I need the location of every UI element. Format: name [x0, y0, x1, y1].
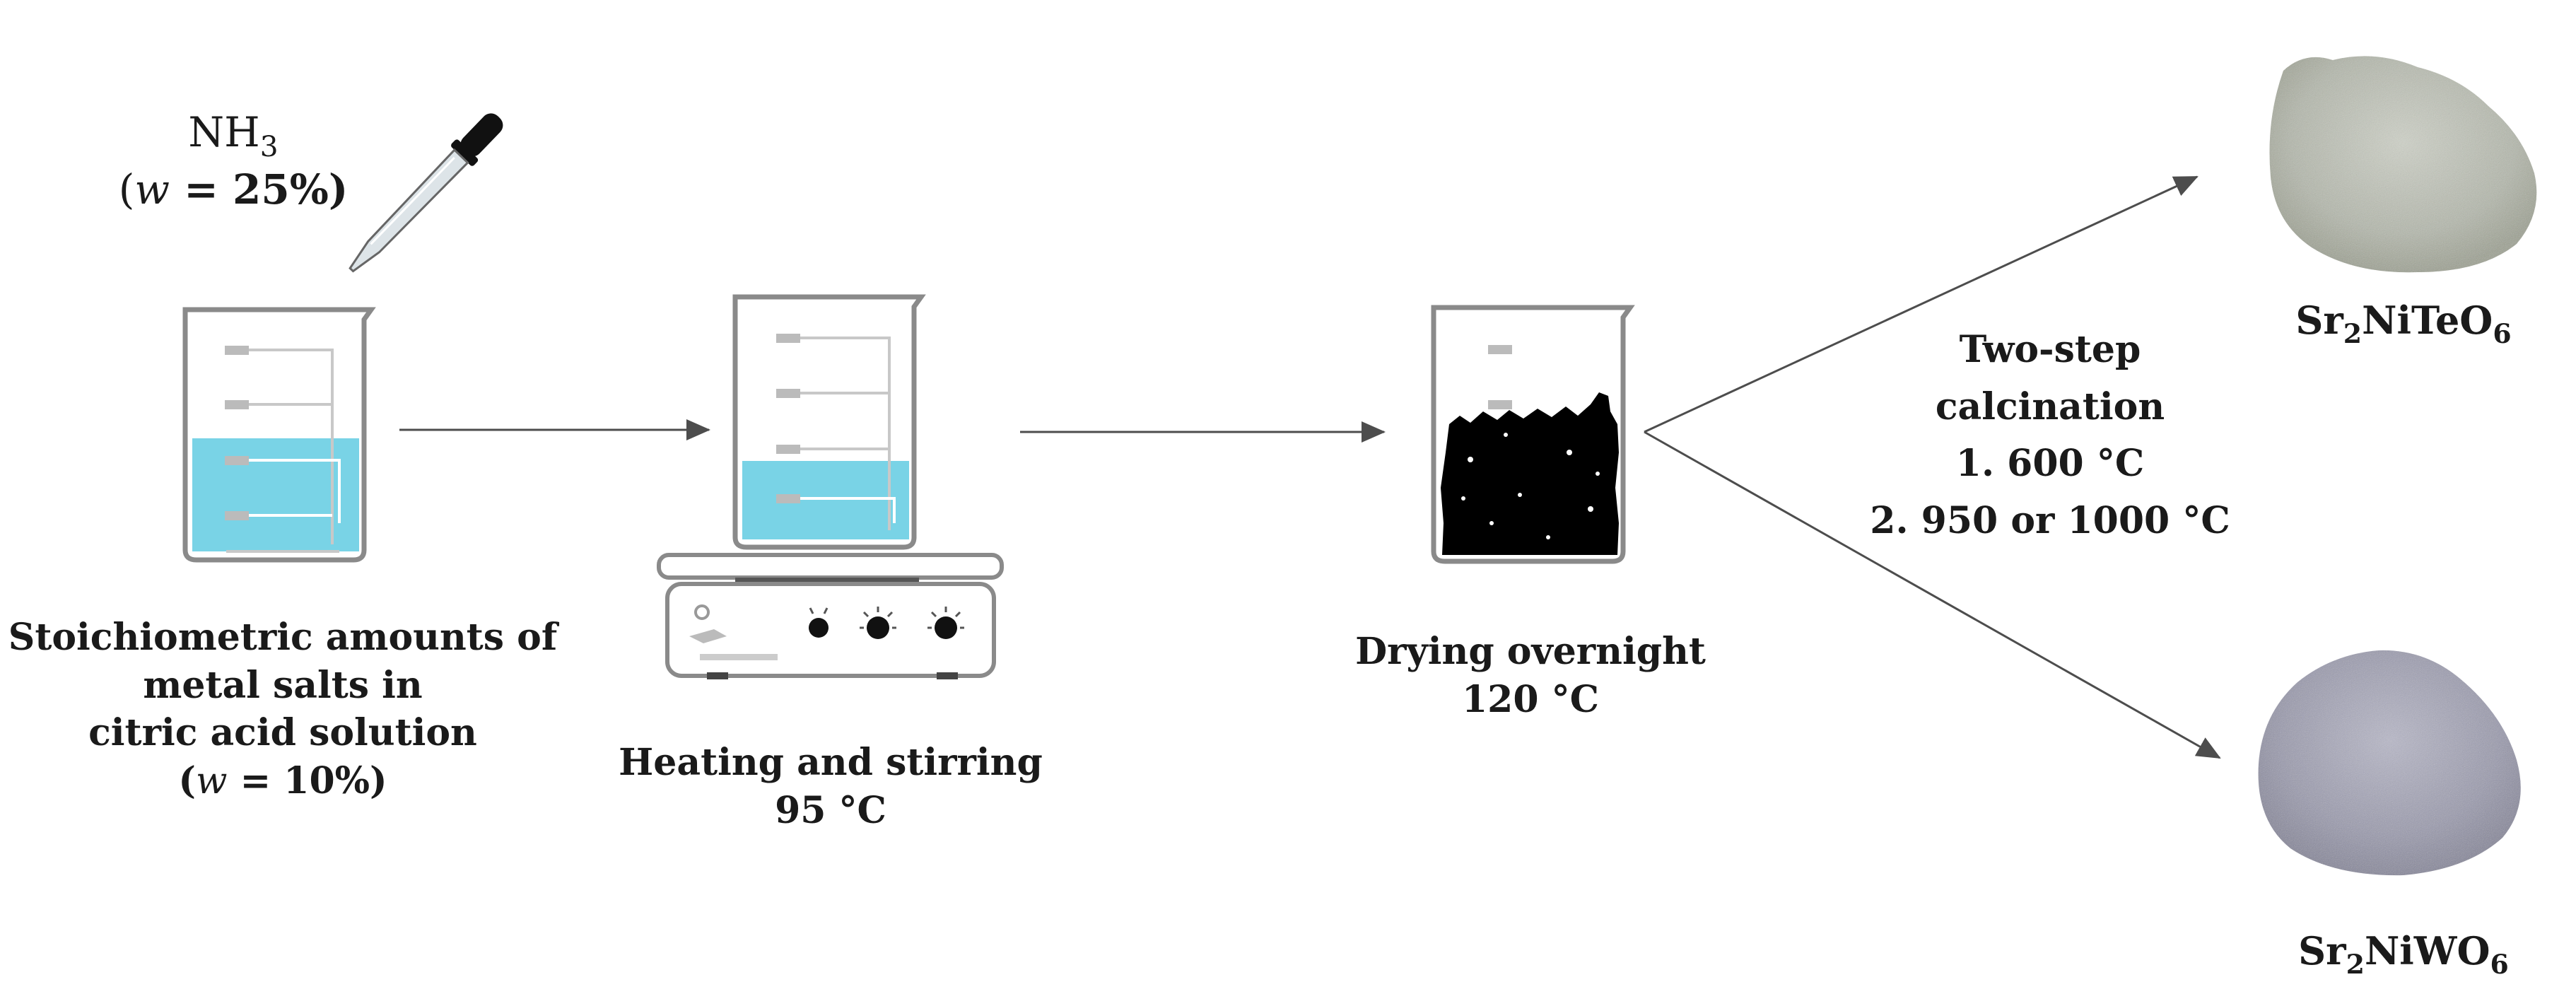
calcination-caption: Two-step calcination 1. 600 °C 2. 950 or… — [1838, 322, 2262, 549]
calcination-line4: 2. 950 or 1000 °C — [1870, 498, 2230, 542]
reagent-formula: NH3 — [188, 108, 279, 164]
reagent-concentration: (w = 25%) — [118, 165, 349, 214]
calcination-line3: 1. 600 °C — [1955, 442, 2145, 486]
hotplate-stirrer-icon — [657, 553, 1004, 679]
step2-line1: Heating and stirring — [619, 741, 1043, 784]
product1-formula: Sr2NiTeO6 — [2295, 298, 2512, 350]
beaker-solution-icon — [182, 307, 376, 563]
powder-sr2nite06-image — [2269, 56, 2537, 273]
arrow-to-product-1 — [1644, 175, 2199, 433]
step3-line2: 120 °C — [1461, 677, 1600, 721]
step1-concentration: (w = 10%) — [178, 759, 387, 802]
step1-caption: Stoichiometric amounts of metal salts in… — [7, 614, 558, 805]
beaker-heating-icon — [732, 294, 926, 550]
step3-caption: Drying overnight 120 °C — [1329, 628, 1732, 723]
step2-line2: 95 °C — [775, 788, 886, 832]
product2-formula: Sr2NiWO6 — [2298, 928, 2509, 981]
step2-caption: Heating and stirring 95 °C — [608, 739, 1053, 834]
step1-line2: metal salts in — [143, 663, 423, 707]
powder-sr2niwo6-image — [2258, 650, 2521, 876]
beaker-drying-icon — [1431, 305, 1635, 564]
reagent-label: NH3 (w = 25%) — [106, 106, 361, 217]
step1-line1: Stoichiometric amounts of — [8, 616, 558, 659]
calcination-line1: Two-step — [1959, 328, 2141, 371]
arrow-to-product-2 — [1644, 431, 2221, 759]
dropper-icon — [349, 113, 503, 273]
calcination-line2: calcination — [1935, 385, 2165, 428]
step3-line1: Drying overnight — [1355, 630, 1706, 673]
step1-line3: citric acid solution — [88, 711, 477, 755]
